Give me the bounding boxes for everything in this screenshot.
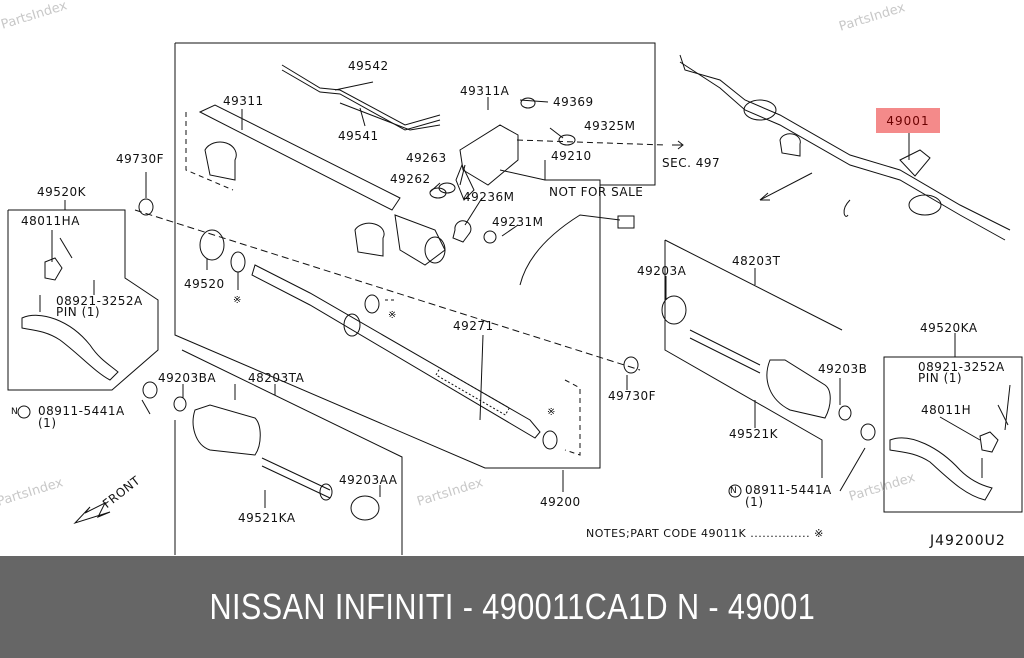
qty-left: (1) [38,416,57,430]
leader-lines [51,81,1011,508]
asterisk-mark: ※ [388,310,396,321]
asterisk-mark: ※ [233,295,241,306]
assembly-overview-drawing [679,54,1011,241]
pipes-drawing [281,64,441,131]
pin-qty-left: PIN (1) [56,305,101,319]
sensor-connector [617,215,635,229]
center-line [134,209,641,371]
n-symbol-left-text: N [11,407,19,417]
part-label-48011h[interactable]: 48011H [921,403,972,417]
part-label-49730f-top[interactable]: 49730F [116,152,165,166]
n-symbol-right [728,484,742,498]
part-label-49325m[interactable]: 49325M [584,119,636,133]
harness-drawing [519,214,621,286]
rack-bar-drawing [251,264,558,450]
part-label-49311[interactable]: 49311 [223,94,264,108]
sec-leader [516,139,666,146]
part-label-49200[interactable]: 49200 [540,495,581,509]
asterisk-mark: ※ [547,407,555,418]
part-label-49541[interactable]: 49541 [338,129,379,143]
diagram-drawing: ※ ※ ※ [7,42,1023,555]
part-label-48011ha[interactable]: 48011HA [21,214,80,228]
part-label-49520[interactable]: 49520 [184,277,225,291]
diagram-code: J49200U2 [930,533,1006,549]
footer-title: NISSAN INFINITI - 490011CA1D N - 49001 [209,586,815,627]
part-label-49262[interactable]: 49262 [390,172,431,186]
not-for-sale-note: NOT FOR SALE [549,185,644,199]
part-label-49311a[interactable]: 49311A [460,84,510,98]
part-label-49542[interactable]: 49542 [348,59,389,73]
not-for-sale-bracket [544,160,601,205]
gear-housing-drawing [198,104,446,266]
n-symbol-left [17,405,31,419]
sec-497-link[interactable]: SEC. 497 [662,156,721,170]
part-label-08911-5441a-right[interactable]: 08911-5441A [745,483,832,497]
highlighted-part-49001[interactable]: 49001 [876,108,940,133]
part-label-49521ka[interactable]: 49521KA [238,511,296,525]
footer-banner: NISSAN INFINITI - 490011CA1D N - 49001 [0,556,1024,658]
part-label-49520ka[interactable]: 49520KA [920,321,978,335]
part-label-49203b[interactable]: 49203B [818,362,868,376]
part-label-48203t[interactable]: 48203T [732,254,781,268]
part-label-49730f-right[interactable]: 49730F [608,389,657,403]
qty-right: (1) [745,495,764,509]
tie-rod-end-box-right [883,356,1023,513]
notes-part-code: NOTES;PART CODE 49011K ............... ※ [586,527,824,540]
part-label-08911-5441a-left[interactable]: 08911-5441A [38,404,125,418]
part-label-49203aa[interactable]: 49203AA [339,473,398,487]
parts-diagram: ※ ※ ※ PartsIndex PartsIndex PartsIndex P… [0,0,1024,556]
dashed-frame [185,112,234,191]
tie-rod-end-box-left [7,209,159,391]
sec-arrow-icon [672,140,684,150]
part-label-49369[interactable]: 49369 [553,95,594,109]
part-label-49231m[interactable]: 49231M [492,215,544,229]
part-label-49203ba[interactable]: 49203BA [158,371,217,385]
main-assembly-frame [174,42,656,469]
pinion-valve-drawing [429,97,576,244]
front-arrow-icon [73,501,111,525]
boot-frame-left [181,349,403,555]
tie-rod-end-left-drawing [21,237,119,381]
part-label-49210[interactable]: 49210 [551,149,592,163]
boot-right-drawing [623,295,876,441]
n-symbol-right-text: N [730,486,738,496]
boot-frame-right [664,240,823,478]
part-label-49263[interactable]: 49263 [406,151,447,165]
view-arrow-icon [759,192,770,201]
part-label-49203a[interactable]: 49203A [637,264,687,278]
boot-left-drawing [142,381,380,521]
part-label-08921-3252a-left[interactable]: 08921-3252A [56,294,143,308]
bushing-drawing [199,229,225,261]
part-label-48203ta[interactable]: 48203TA [248,371,305,385]
tie-rod-end-right-drawing [889,404,1009,501]
part-label-49271[interactable]: 49271 [453,319,494,333]
part-label-49520k[interactable]: 49520K [37,185,87,199]
part-label-49521k[interactable]: 49521K [729,427,779,441]
pin-qty-right: PIN (1) [918,371,963,385]
part-label-08921-3252a-right[interactable]: 08921-3252A [918,360,1005,374]
part-label-49236m[interactable]: 49236M [463,190,515,204]
